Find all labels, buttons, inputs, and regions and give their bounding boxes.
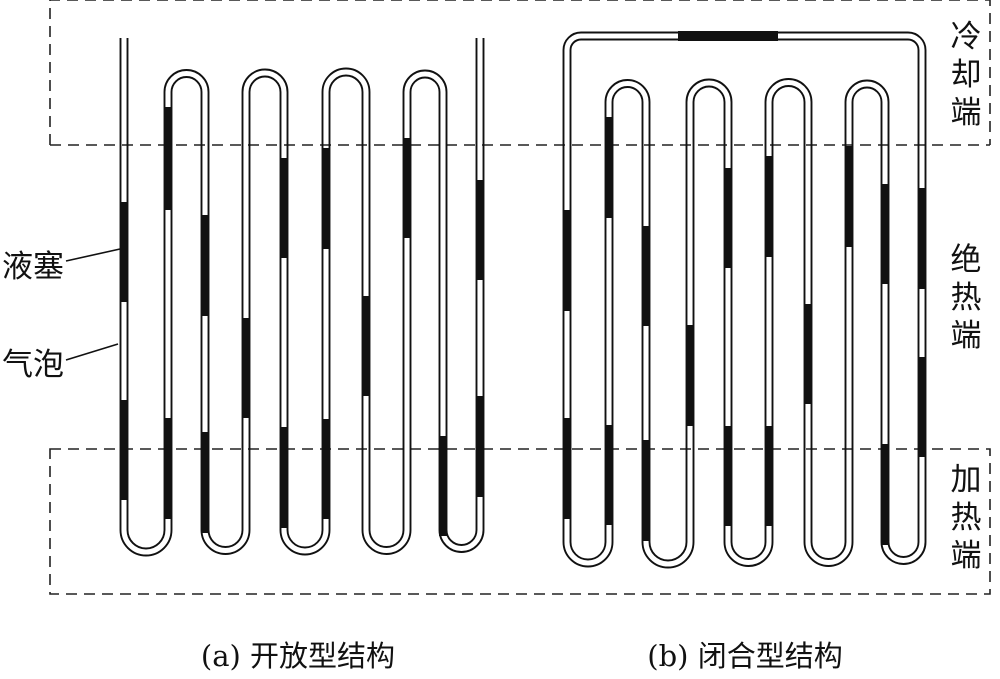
liquid-slug [724, 426, 732, 526]
liquid-slug [439, 436, 447, 536]
liquid-slug [881, 184, 889, 284]
liquid-slug [563, 210, 571, 311]
liquid-slug [563, 418, 571, 519]
liquid-slug [804, 304, 812, 404]
liquid-slug [280, 427, 288, 528]
liquid-slug [605, 425, 613, 525]
heating-zone [49, 448, 991, 595]
liquid-slug [120, 202, 128, 302]
liquid-slug [918, 357, 926, 457]
caption-open: (a) 开放型结构 [201, 639, 395, 673]
liquid-slug [845, 146, 853, 247]
liquid-slug [881, 444, 889, 545]
liquid-slug [476, 180, 484, 280]
liquid-slug [322, 419, 330, 519]
vapor-bubble-label: 气泡 [2, 347, 64, 383]
liquid-slug [605, 117, 613, 218]
cooling-zone-label: 冷却端 [951, 19, 982, 131]
heating-zone-label: 加热端 [951, 462, 982, 574]
liquid-slug [403, 138, 411, 238]
adiabatic-zone-label: 绝热端 [951, 242, 982, 354]
vapor-bubble-leader [65, 343, 119, 361]
liquid-slug [678, 31, 778, 41]
liquid-slug-leader [65, 248, 121, 262]
liquid-slug [120, 400, 128, 500]
liquid-slug [201, 215, 209, 316]
liquid-slug [918, 188, 926, 289]
liquid-slug [242, 318, 250, 418]
liquid-slug [642, 226, 650, 326]
liquid-slug [201, 432, 209, 533]
liquid-slug [642, 440, 650, 541]
liquid-slug [164, 107, 172, 210]
caption-closed: (b) 闭合型结构 [647, 639, 842, 673]
liquid-slug [164, 418, 172, 519]
liquid-slug [765, 426, 773, 526]
liquid-slug [686, 325, 694, 426]
liquid-slug [362, 296, 370, 396]
liquid-slug [476, 396, 484, 497]
liquid-slug [765, 156, 773, 257]
liquid-slug-label: 液塞 [2, 249, 64, 285]
liquid-slug [280, 158, 288, 258]
closed-loop-tube [562, 31, 927, 569]
cooling-zone [49, 0, 991, 146]
liquid-slug [724, 168, 732, 268]
liquid-slug [322, 148, 330, 249]
open-loop-tube [119, 38, 485, 557]
